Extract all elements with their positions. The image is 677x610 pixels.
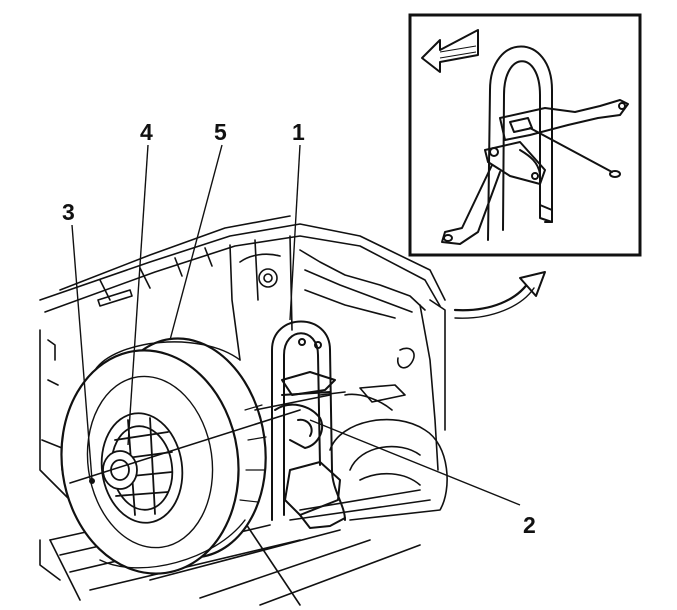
callout-labels: 1 2 3 4 5 bbox=[62, 119, 536, 538]
callout-1: 1 bbox=[292, 119, 305, 145]
detail-inset bbox=[408, 13, 642, 257]
spare-tire bbox=[60, 337, 267, 575]
callout-3: 3 bbox=[62, 199, 75, 225]
callout-2: 2 bbox=[523, 512, 536, 538]
curved-arrow-icon bbox=[453, 271, 546, 319]
spare-tire-carrier-bracket bbox=[271, 320, 346, 529]
callout-4: 4 bbox=[140, 119, 153, 145]
leader-lines bbox=[71, 144, 521, 506]
retention-cable bbox=[69, 391, 346, 484]
callout-5: 5 bbox=[214, 119, 227, 145]
direction-arrow-icon bbox=[421, 29, 479, 73]
